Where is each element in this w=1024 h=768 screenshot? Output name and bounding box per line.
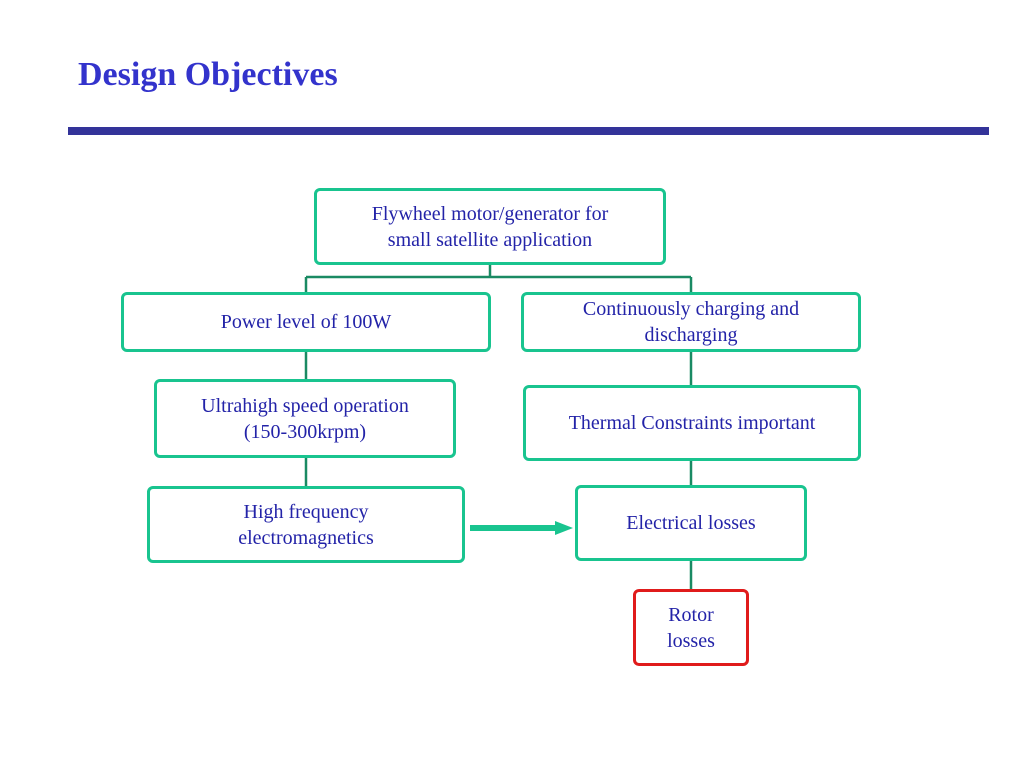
node-thermal: Thermal Constraints important	[523, 385, 861, 461]
node-power-level: Power level of 100W	[121, 292, 491, 352]
node-electrical-losses: Electrical losses	[575, 485, 807, 561]
node-rotor-losses: Rotor losses	[633, 589, 749, 666]
title-underline	[68, 127, 989, 135]
node-ultrahigh-speed: Ultrahigh speed operation (150-300krpm)	[154, 379, 456, 458]
node-high-frequency: High frequency electromagnetics	[147, 486, 465, 563]
node-root: Flywheel motor/generator for small satel…	[314, 188, 666, 265]
node-charging: Continuously charging and discharging	[521, 292, 861, 352]
arrow-frequency-to-electrical	[470, 521, 573, 535]
slide-title: Design Objectives	[78, 56, 338, 93]
